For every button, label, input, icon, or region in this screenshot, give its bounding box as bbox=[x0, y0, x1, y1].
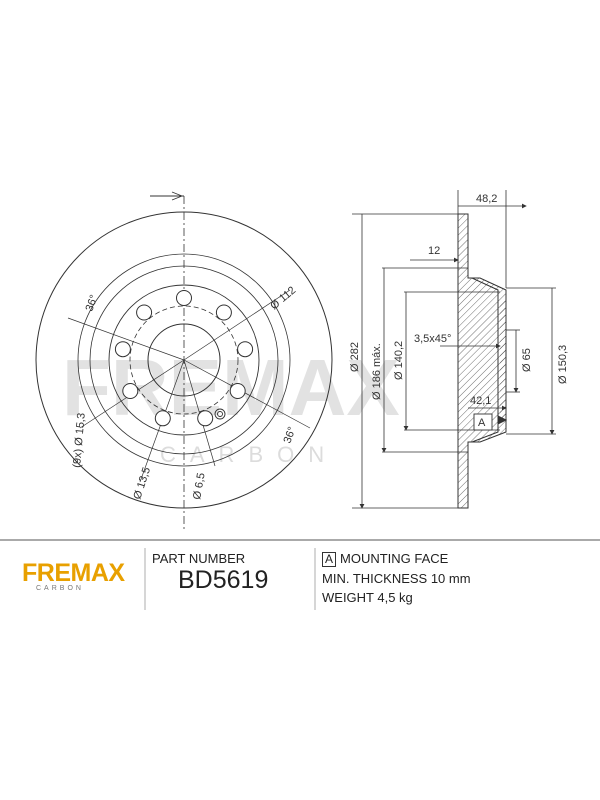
bolt-holes bbox=[114, 290, 254, 427]
min-thickness-text: MIN. THICKNESS 10 mm bbox=[322, 571, 471, 586]
bolt-hole bbox=[229, 383, 246, 399]
hole-small-a-label: Ø 13,5 bbox=[131, 466, 153, 501]
bolt-hole bbox=[197, 410, 214, 427]
hat-diameter-label: Ø 140,2 bbox=[393, 341, 405, 380]
hat-height-label: 42,1 bbox=[470, 395, 491, 407]
small-hole bbox=[214, 408, 226, 420]
chamfer-label: 3,5x45° bbox=[414, 333, 451, 345]
weight-text: WEIGHT 4,5 kg bbox=[322, 590, 413, 605]
part-number-label: PART NUMBER bbox=[152, 551, 246, 566]
side-view bbox=[352, 190, 556, 509]
hat-offset-label: 12 bbox=[428, 245, 440, 257]
hole-small-b-label: Ø 6,5 bbox=[191, 472, 207, 501]
part-number-value: BD5619 bbox=[178, 566, 269, 594]
face-marker-letter: A bbox=[478, 417, 486, 429]
bolt-hole bbox=[215, 304, 232, 321]
front-view bbox=[35, 191, 333, 530]
bolt-hole bbox=[154, 410, 171, 427]
overall-width-label: 48,2 bbox=[476, 193, 497, 205]
outer-diameter-label: Ø 282 bbox=[349, 342, 361, 372]
angle-right-label: 36° bbox=[282, 425, 299, 445]
mounting-face-text: MOUNTING FACE bbox=[340, 551, 449, 566]
bolt-hole bbox=[136, 304, 153, 321]
hub-diameter-label: Ø 150,3 bbox=[557, 345, 569, 384]
angle-top-label: 36° bbox=[84, 293, 101, 313]
bolt-hole bbox=[122, 383, 139, 399]
mounting-face-marker bbox=[473, 413, 493, 431]
bolt-hole bbox=[176, 290, 192, 306]
center-bore-label: Ø 65 bbox=[521, 348, 533, 372]
brand-logo: FREMAX bbox=[22, 559, 125, 587]
mounting-face-letter: A bbox=[322, 552, 337, 567]
brand-logo-sub: CARBON bbox=[36, 585, 84, 592]
holes-label: (9x) Ø 15,3 bbox=[71, 412, 88, 468]
bolt-hole bbox=[237, 341, 254, 358]
disc-outer-edge bbox=[35, 211, 333, 509]
bolt-circle-label: Ø 112 bbox=[268, 284, 298, 312]
bolt-hole bbox=[114, 341, 131, 358]
small-hole bbox=[217, 411, 223, 417]
friction-max-label: Ø 186 máx. bbox=[371, 343, 383, 400]
watermark-sub: CARBON bbox=[160, 442, 338, 467]
